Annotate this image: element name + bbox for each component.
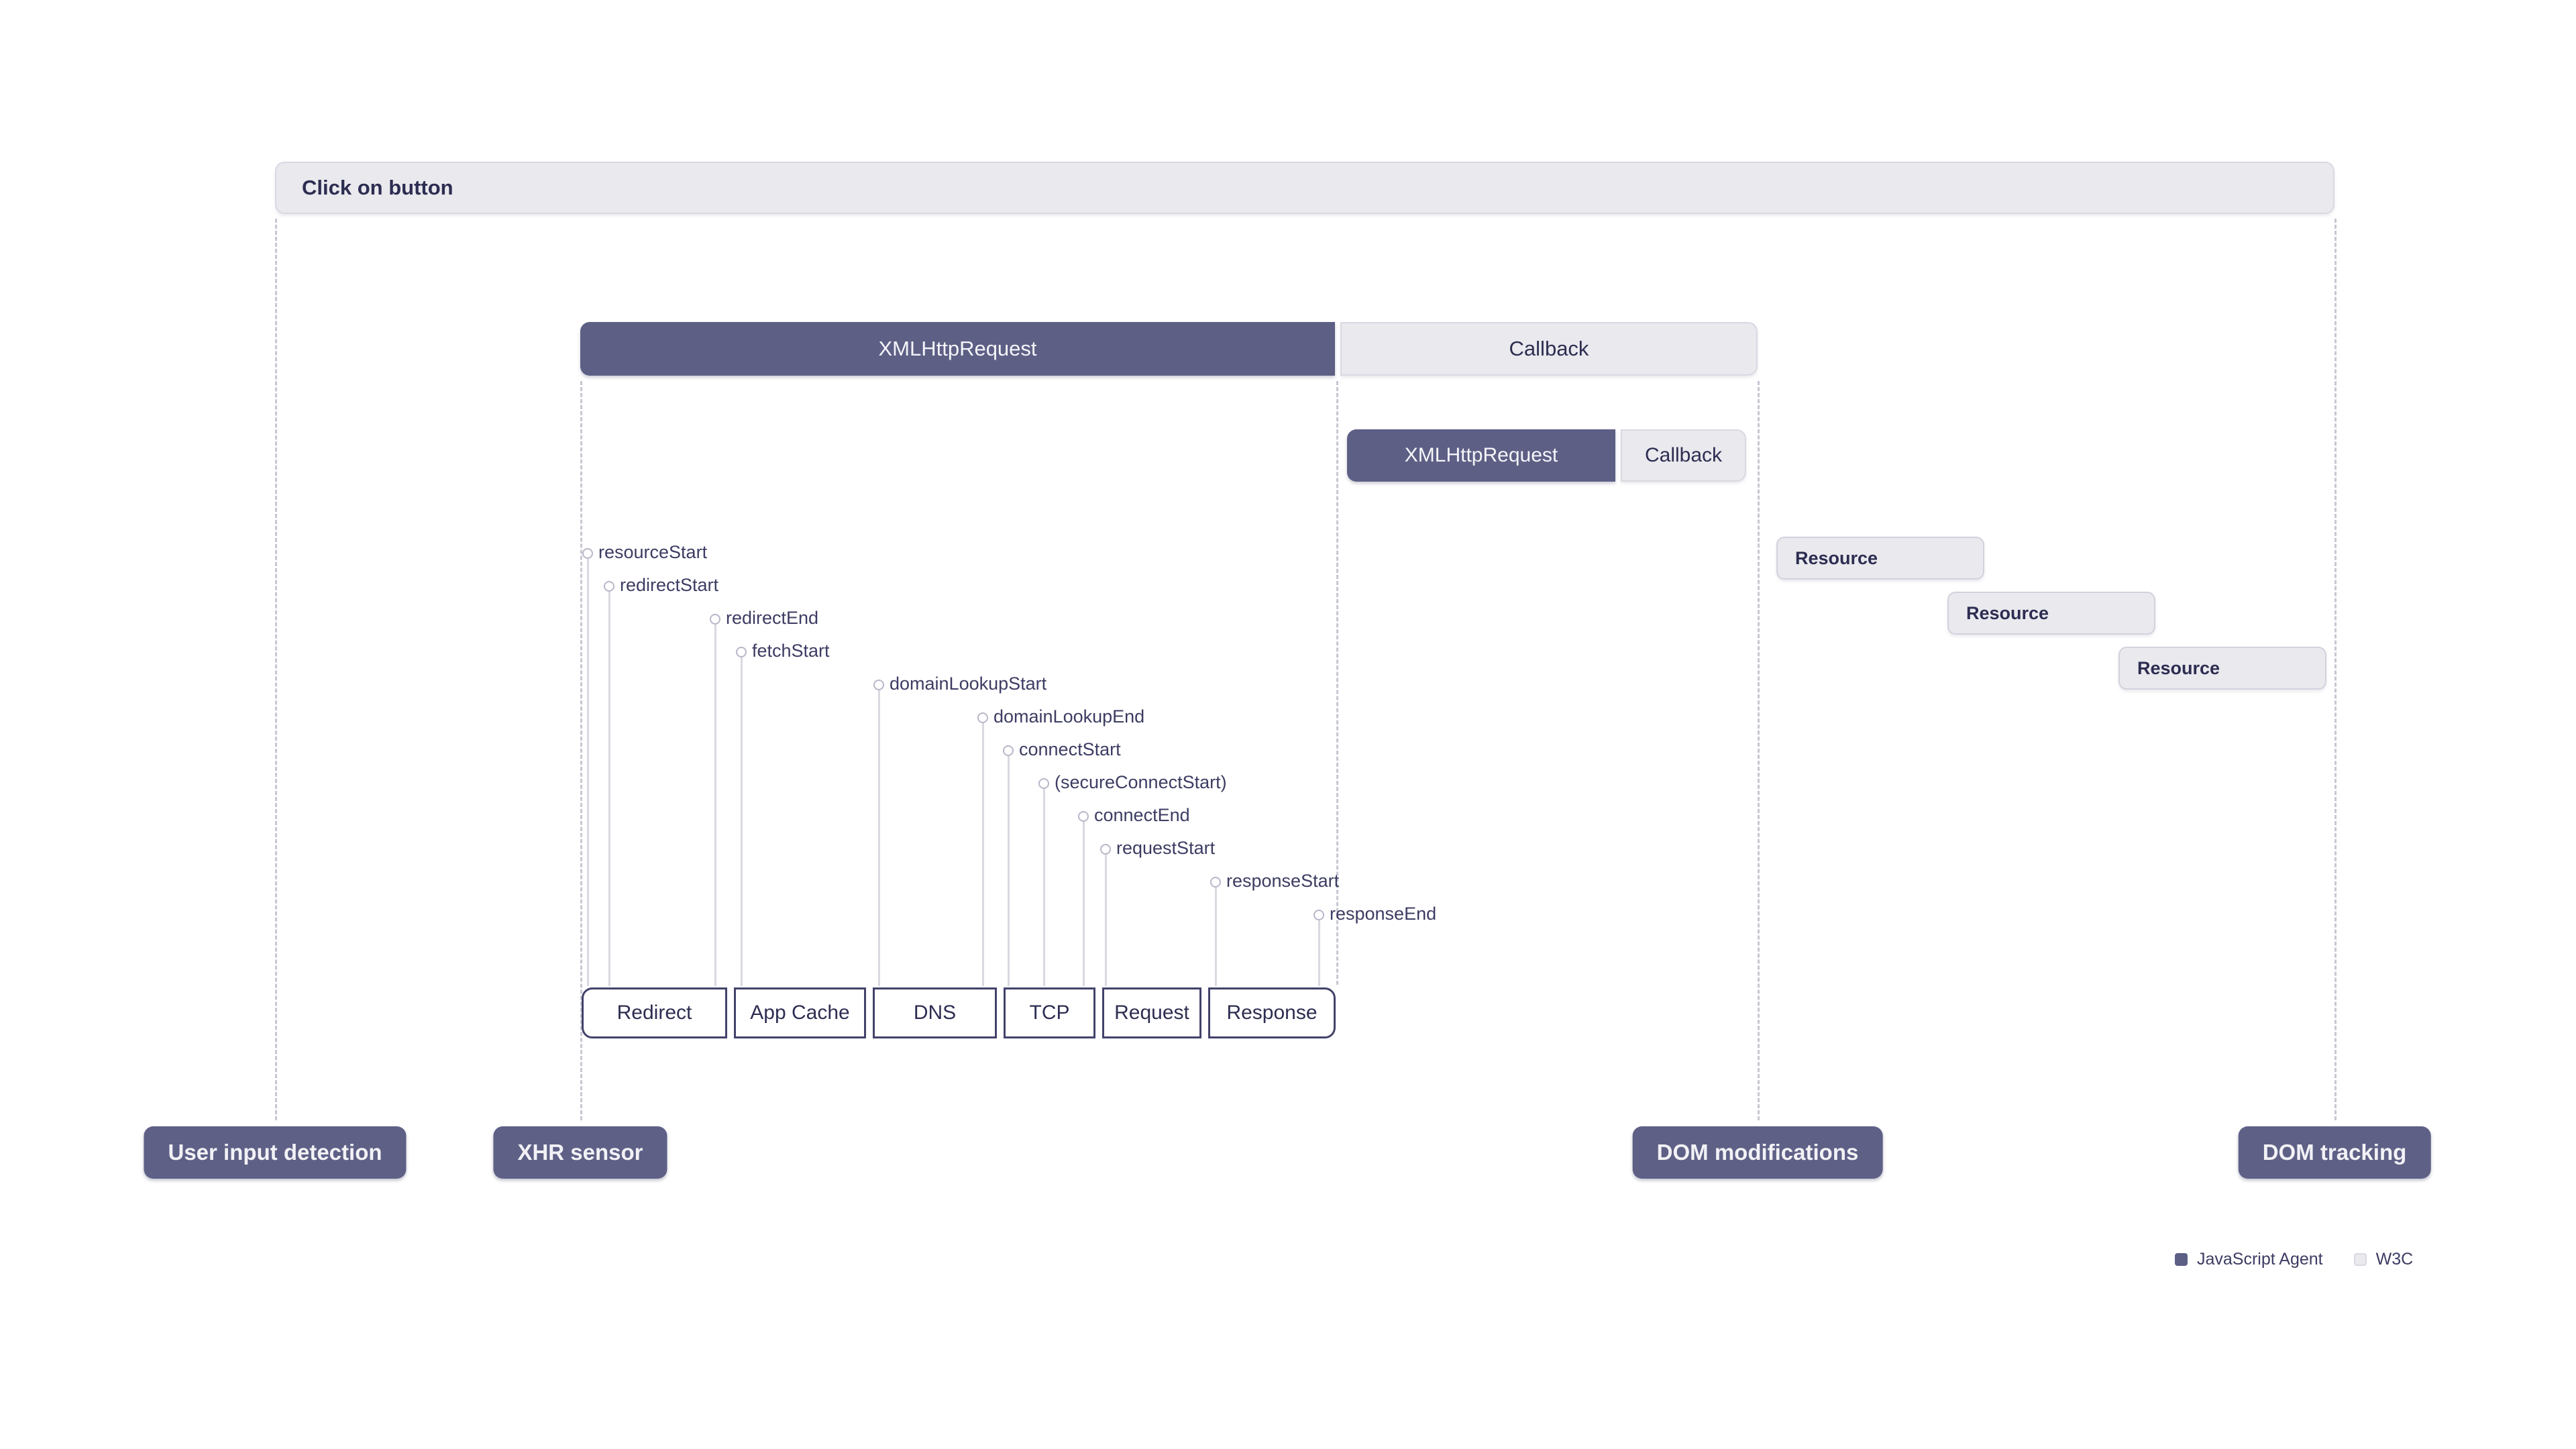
nested-callback-span-bar: Callback <box>1621 429 1746 482</box>
phase-label: App Cache <box>750 1002 850 1024</box>
marker-label: connectEnd <box>1094 805 1190 825</box>
sensor-label: DOM modifications <box>1656 1140 1859 1165</box>
resource-box-1: Resource <box>1776 537 1984 580</box>
marker-label: responseEnd <box>1330 904 1437 924</box>
phase-box-response: Response <box>1208 987 1336 1038</box>
guide-line-dom-modifications <box>1758 381 1760 1120</box>
marker-label: connectStart <box>1019 739 1121 759</box>
resource-box-2: Resource <box>1947 592 2155 635</box>
marker-label: resourceStart <box>598 542 708 562</box>
phase-box-redirect: Redirect <box>582 987 727 1038</box>
marker-dot-icon <box>1313 910 1324 920</box>
sensor-label: User input detection <box>168 1140 382 1165</box>
sensor-dom-tracking[interactable]: DOM tracking <box>2238 1126 2431 1179</box>
xhr-span-label: XMLHttpRequest <box>878 337 1037 360</box>
phase-box-tcp: TCP <box>1004 987 1095 1038</box>
xhr-span-bar: XMLHttpRequest <box>580 322 1335 376</box>
marker-stem <box>714 625 716 986</box>
phase-label: TCP <box>1029 1002 1070 1024</box>
callback-span-label: Callback <box>1509 337 1589 360</box>
resource-box-label: Resource <box>1795 547 1878 568</box>
callback-span-bar: Callback <box>1340 322 1758 376</box>
marker-label: (secureConnectStart) <box>1055 772 1227 792</box>
marker-dot-icon <box>710 614 720 625</box>
resource-box-label: Resource <box>2137 657 2220 678</box>
phase-box-dns: DNS <box>873 987 997 1038</box>
marker-label: domainLookupStart <box>890 674 1047 694</box>
marker-label: redirectStart <box>620 575 719 595</box>
nested-xhr-span-bar: XMLHttpRequest <box>1347 429 1615 482</box>
marker-dot-icon <box>736 647 747 657</box>
sensor-user-input-detection[interactable]: User input detection <box>144 1126 407 1179</box>
marker-label: redirectEnd <box>726 608 819 628</box>
marker-stem <box>740 657 743 986</box>
marker-dot-icon <box>873 680 884 690</box>
marker-stem <box>877 690 880 986</box>
marker-label: responseStart <box>1226 871 1340 891</box>
marker-stem <box>586 559 589 986</box>
marker-dot-icon <box>1003 745 1014 756</box>
marker-stem <box>1007 756 1010 986</box>
marker-stem <box>1042 789 1045 986</box>
phase-label: Redirect <box>616 1002 692 1024</box>
marker-label: domainLookupEnd <box>994 706 1145 727</box>
marker-dot-icon <box>1100 844 1111 855</box>
marker-stem <box>1104 855 1107 986</box>
phase-box-request: Request <box>1102 987 1201 1038</box>
marker-stem <box>981 723 984 986</box>
nested-xhr-span-label: XMLHttpRequest <box>1404 444 1558 466</box>
sensor-label: XHR sensor <box>517 1140 643 1165</box>
guide-line-xhr-sensor <box>580 381 582 1120</box>
marker-dot-icon <box>1078 811 1089 822</box>
guide-line-user-input <box>275 219 277 1120</box>
phase-box-app-cache: App Cache <box>734 987 866 1038</box>
event-header-title: Click on button <box>302 176 453 199</box>
sensor-xhr[interactable]: XHR sensor <box>493 1126 667 1179</box>
marker-stem <box>608 592 610 986</box>
marker-label: requestStart <box>1116 838 1216 858</box>
sensor-label: DOM tracking <box>2262 1140 2407 1165</box>
marker-dot-icon <box>1210 877 1221 888</box>
legend: JavaScript Agent W3C <box>2175 1246 2413 1272</box>
resource-box-3: Resource <box>2118 647 2326 690</box>
nested-callback-span-label: Callback <box>1644 444 1723 466</box>
sensor-dom-modifications[interactable]: DOM modifications <box>1632 1126 1883 1179</box>
resource-box-label: Resource <box>1966 602 2049 623</box>
legend-javascript-agent-swatch-icon <box>2175 1252 2188 1266</box>
marker-label: fetchStart <box>752 641 830 661</box>
legend-w3c-swatch-icon <box>2353 1252 2367 1266</box>
marker-dot-icon <box>604 581 614 592</box>
marker-dot-icon <box>582 548 593 559</box>
legend-javascript-agent-label: JavaScript Agent <box>2197 1249 2323 1269</box>
event-header-bar: Click on button <box>275 162 2334 214</box>
marker-dot-icon <box>977 712 988 723</box>
marker-stem <box>1082 822 1085 986</box>
marker-stem <box>1318 920 1320 986</box>
guide-line-dom-tracking <box>2334 219 2337 1120</box>
legend-w3c-label: W3C <box>2375 1249 2414 1269</box>
phase-label: Request <box>1114 1002 1189 1024</box>
marker-stem <box>1214 888 1217 986</box>
phase-label: DNS <box>913 1002 957 1024</box>
guide-line-response-end <box>1336 381 1338 985</box>
marker-dot-icon <box>1038 778 1049 789</box>
phase-label: Response <box>1226 1002 1318 1024</box>
